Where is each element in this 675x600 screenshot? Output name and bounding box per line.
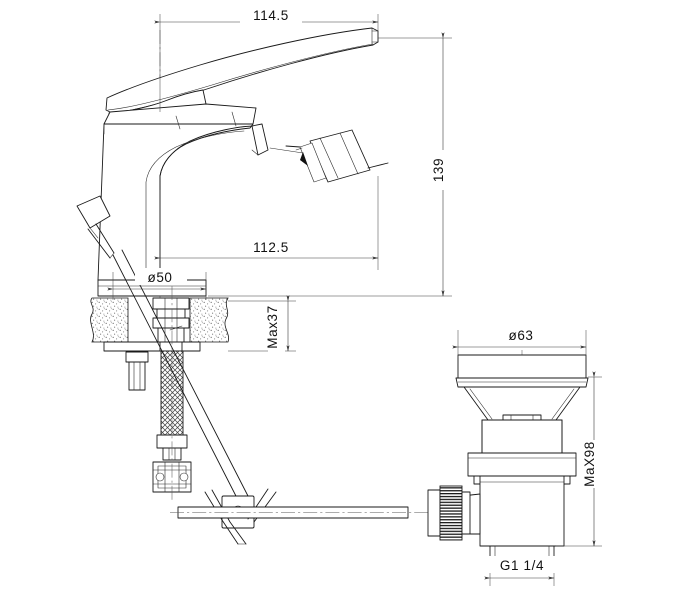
dim-label-drain-flange-diameter: ø63 bbox=[508, 328, 533, 343]
dim-overall-height: 139 bbox=[208, 32, 452, 297]
dim-label-base-diameter: ø50 bbox=[147, 270, 172, 285]
dim-label-overall-height: 139 bbox=[431, 158, 446, 182]
dim-drain-flange-diameter: ø63 bbox=[452, 326, 587, 358]
horizontal-pivot-rod bbox=[170, 506, 470, 519]
dim-base-diameter: ø50 bbox=[107, 268, 207, 300]
pop-up-linkage bbox=[112, 249, 470, 545]
dimension-layer: 114.5 139 112.5 bbox=[107, 8, 603, 586]
dim-drain-thread: G1 1/4 bbox=[484, 548, 560, 586]
lock-nut bbox=[125, 351, 149, 363]
faucet-body bbox=[97, 103, 257, 281]
drain-body bbox=[479, 475, 565, 547]
spout-nose bbox=[251, 123, 269, 156]
dim-label-drain-thread: G1 1/4 bbox=[500, 558, 544, 573]
knurled-pivot-nut bbox=[427, 485, 471, 541]
aerator-leader-arrow bbox=[300, 152, 308, 166]
drain-flange bbox=[455, 354, 589, 388]
drain-assembly bbox=[427, 350, 589, 573]
clevis-arm-left bbox=[204, 491, 239, 545]
dim-overall-length: 114.5 bbox=[154, 8, 379, 112]
countertop-section bbox=[90, 297, 230, 352]
dim-max-deck-thickness: Max37 bbox=[228, 295, 296, 353]
faucet-assembly bbox=[76, 27, 389, 500]
dim-label-max-deck-thickness: Max37 bbox=[265, 305, 280, 349]
dim-drain-max-height: MaX98 bbox=[556, 371, 603, 547]
dim-label-spout-reach: 112.5 bbox=[253, 240, 289, 255]
dim-label-drain-max-height: MaX98 bbox=[582, 441, 597, 487]
pop-up-lift-knob bbox=[76, 195, 115, 259]
swivel-aerator bbox=[269, 129, 389, 183]
dim-spout-reach: 112.5 bbox=[154, 176, 379, 270]
lever-handle bbox=[105, 27, 379, 114]
dim-label-overall-length: 114.5 bbox=[253, 8, 289, 23]
